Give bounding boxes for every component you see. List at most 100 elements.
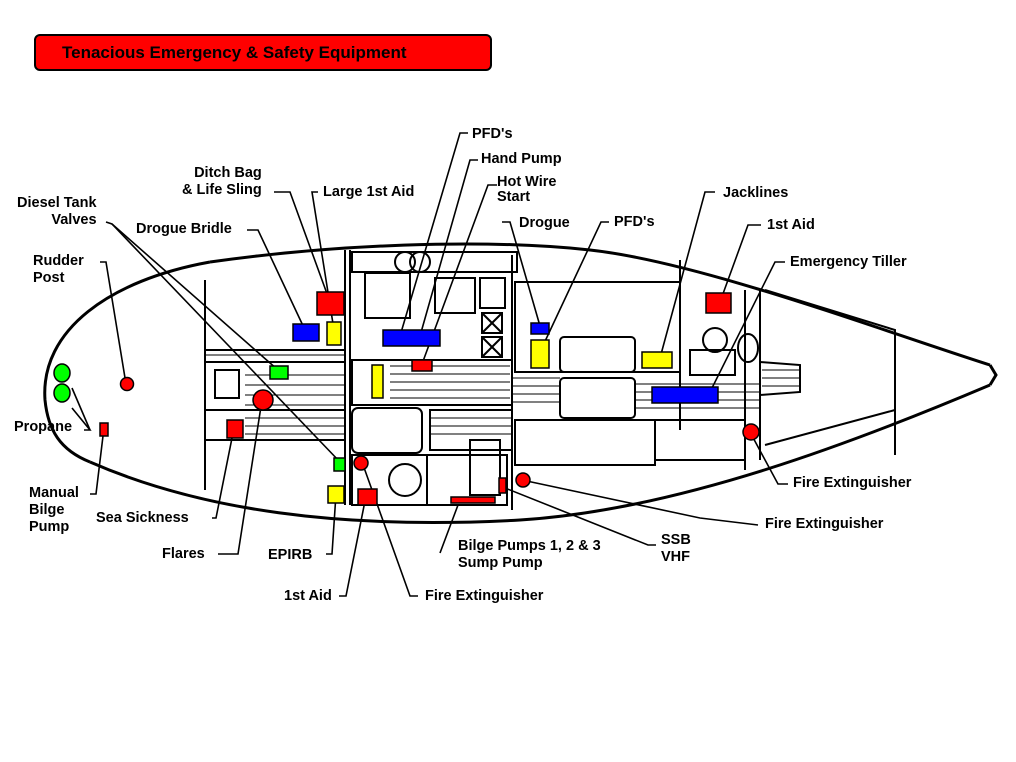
title-banner: Tenacious Emergency & Safety Equipment [34, 34, 492, 71]
label-first-aid-fwd: 1st Aid [767, 217, 815, 233]
label-line: Sump Pump [458, 555, 543, 571]
label-hot-wire-start: Hot Wire Start [497, 175, 556, 205]
label-line: Bilge Pumps 1, 2 & 3 [458, 538, 601, 554]
first-aid-fwd-marker [705, 292, 732, 314]
first-aid-aft-marker [353, 455, 369, 471]
rudder-post-marker [119, 376, 135, 392]
label-jacklines: Jacklines [723, 185, 789, 201]
pfds-1-marker [382, 329, 441, 347]
ssb-vhf-marker [515, 472, 531, 488]
label-line: Start [497, 189, 531, 205]
leader-hand-pump [419, 159, 478, 337]
hot-wire-start-marker [411, 359, 433, 372]
leader-lines [71, 132, 788, 597]
hull-bottom [89, 383, 991, 524]
hull-bow [988, 364, 998, 386]
label-bilge-pumps: Bilge Pumps 1, 2 & 3 Sump Pump [458, 538, 601, 572]
leader-tiller [709, 261, 785, 393]
drogue-marker [530, 322, 550, 335]
label-first-aid-aft: 1st Aid [284, 588, 332, 604]
label-line: Ditch Bag [194, 165, 262, 181]
leader-rudder [100, 261, 127, 385]
leader-fire-mid [521, 479, 759, 526]
diesel-valve-1-marker [269, 365, 289, 380]
equipment-markers [53, 291, 760, 506]
label-diesel-tank-valves: Diesel Tank Valves [17, 195, 97, 229]
label-line: Valves [51, 212, 97, 228]
pfds-2-marker [530, 339, 550, 369]
leader-first-aid-aft [339, 495, 367, 597]
fire-extinguisher-fwd-marker [742, 423, 760, 441]
label-line: Post [33, 270, 65, 286]
label-line: Bilge [29, 502, 65, 518]
leader-diesel-2 [111, 223, 341, 463]
leader-large-aid [311, 191, 335, 331]
label-drogue-bridle: Drogue Bridle [136, 221, 232, 237]
label-line: & Life Sling [182, 182, 262, 198]
label-emergency-tiller: Emergency Tiller [790, 254, 907, 270]
label-pfds-1: PFD's [472, 126, 513, 142]
leader-ditch [274, 191, 331, 303]
large-first-aid-marker [326, 321, 342, 346]
leader-drogue-bridle [247, 229, 306, 331]
leader-sea-sickness [212, 427, 235, 519]
diesel-valve-2-marker [333, 457, 346, 472]
label-manual-bilge-pump: Manual Bilge Pump [29, 485, 79, 536]
propane-tank-2 [53, 383, 71, 403]
emergency-tiller-marker [651, 386, 719, 404]
label-line: Manual [29, 485, 79, 501]
leader-epirb [326, 493, 337, 555]
label-fire-extinguisher-fwd: Fire Extinguisher [793, 475, 912, 491]
leader-propane-2 [71, 407, 92, 431]
label-flares: Flares [162, 546, 205, 562]
ditch-bag-marker [316, 291, 345, 316]
label-line: Rudder [33, 253, 84, 269]
label-fire-extinguisher-aft: Fire Extinguisher [425, 588, 544, 604]
leader-fire-aft [361, 461, 418, 597]
label-pfds-2: PFD's [614, 214, 655, 230]
leader-fire-fwd [749, 431, 788, 485]
label-line: Pump [29, 519, 70, 535]
leader-pfds-2 [539, 221, 609, 353]
jacklines-marker [641, 351, 673, 369]
label-line: SSB [661, 532, 691, 548]
label-large-first-aid: Large 1st Aid [323, 184, 415, 200]
hull-outline [43, 242, 998, 524]
label-line: Hot Wire [497, 174, 557, 190]
leader-jacklines [659, 191, 715, 359]
page-title: Tenacious Emergency & Safety Equipment [62, 43, 407, 62]
label-epirb: EPIRB [268, 547, 313, 563]
hand-pump-marker [371, 364, 384, 399]
leader-flares [218, 399, 263, 555]
label-hand-pump: Hand Pump [481, 151, 562, 167]
label-rudder-post: Rudder Post [33, 253, 84, 287]
label-ditch-bag: Ditch Bag & Life Sling [182, 165, 262, 199]
leader-bilge [439, 504, 459, 554]
leader-manual-bilge [90, 435, 104, 495]
label-fire-extinguisher-mid: Fire Extinguisher [765, 516, 884, 532]
leader-ssb [499, 485, 656, 546]
drogue-bridle-marker [292, 323, 320, 342]
flares-marker [252, 389, 274, 411]
epirb-marker [327, 485, 345, 504]
manual-bilge-pump-marker [99, 422, 109, 437]
hull-top [209, 242, 991, 367]
leader-propane-1 [71, 387, 91, 431]
leader-drogue [502, 221, 541, 327]
hull-stern [43, 260, 211, 464]
leader-first-aid-fwd [719, 224, 761, 303]
label-line: VHF [661, 549, 690, 565]
sea-sickness-marker [226, 419, 244, 439]
propane-tank-1 [53, 363, 71, 383]
sump-pump-marker [498, 477, 507, 494]
label-propane: Propane [14, 419, 73, 435]
leader-pfds-1 [399, 132, 468, 337]
label-line: Diesel Tank [17, 195, 97, 211]
label-sea-sickness: Sea Sickness [96, 510, 189, 526]
label-ssb-vhf: SSB VHF [661, 532, 691, 566]
fire-extinguisher-aft-marker [357, 488, 378, 506]
label-drogue: Drogue [519, 215, 570, 231]
leader-hot-wire [421, 184, 497, 365]
interior-structure [204, 250, 896, 510]
